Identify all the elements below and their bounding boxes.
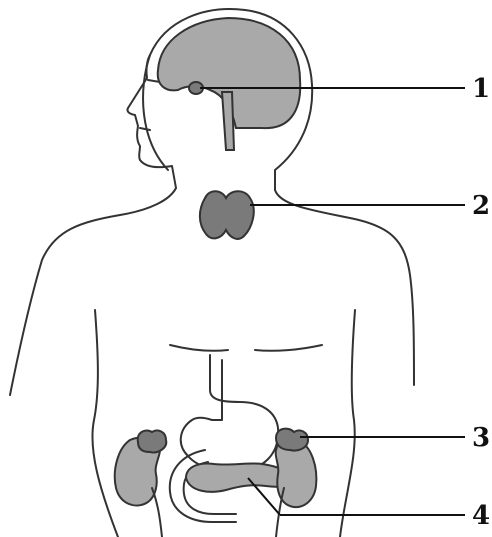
left-adrenal-gland bbox=[138, 430, 167, 452]
right-adrenal-gland bbox=[276, 429, 308, 451]
label-3: 3 bbox=[472, 423, 490, 453]
brainstem bbox=[222, 92, 234, 150]
pancreas bbox=[186, 463, 290, 491]
thyroid-gland bbox=[200, 191, 254, 239]
left-ureter bbox=[152, 488, 162, 537]
label-4: 4 bbox=[472, 501, 490, 531]
label-1: 1 bbox=[472, 74, 490, 104]
label-2: 2 bbox=[472, 191, 490, 221]
